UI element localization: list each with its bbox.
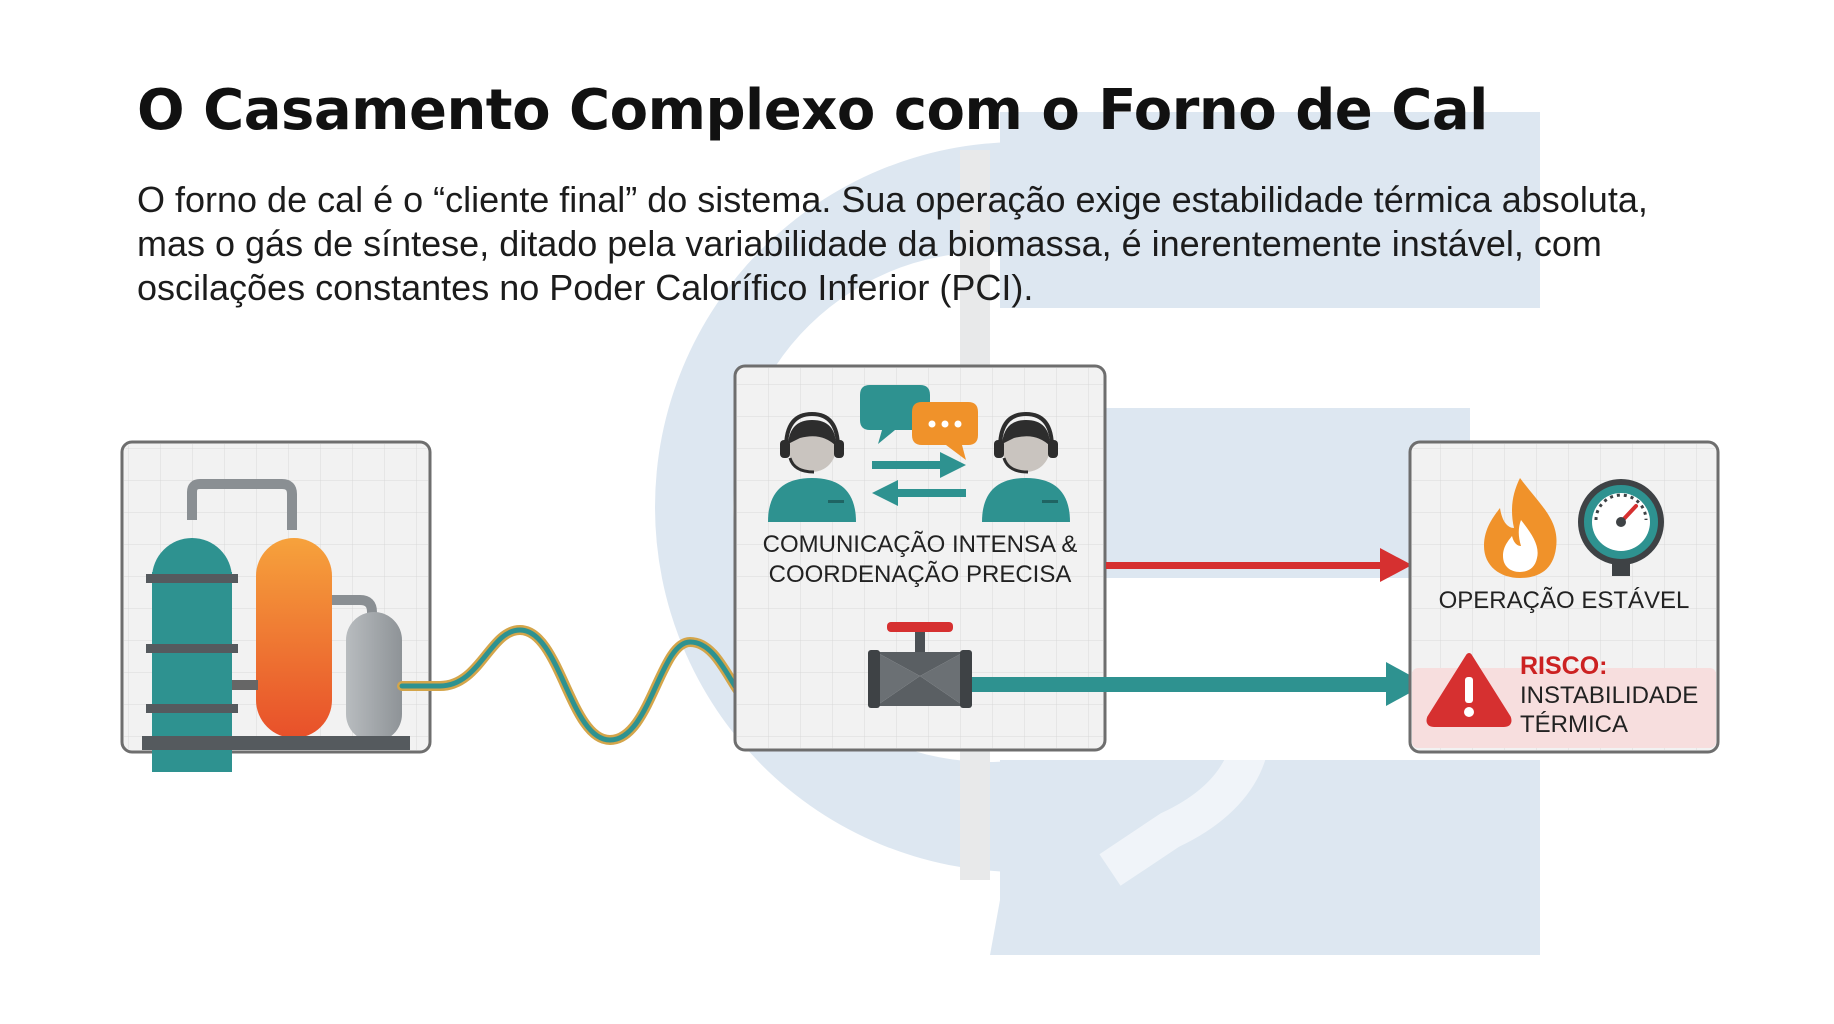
speech-bubbles-icon [860, 385, 978, 460]
description-line: mas o gás de síntese, ditado pela variab… [137, 223, 1602, 264]
coordination-label-line1: COMUNICAÇÃO INTENSA & [763, 531, 1078, 558]
operator-right-icon [982, 411, 1070, 522]
coordination-label-line2: COORDENAÇÃO PRECISA [769, 561, 1072, 588]
valve-icon [868, 622, 972, 708]
warning-icon [1426, 653, 1512, 727]
description-line: oscilações constantes no Poder Calorífic… [137, 267, 1034, 308]
gasifier-plant-icon [142, 479, 410, 772]
risk-label-line1: INSTABILIDADE [1520, 682, 1698, 709]
description-paragraph: O forno de cal é o “cliente final” do si… [137, 178, 1737, 310]
syngas-wave-line [397, 624, 895, 746]
description-line: O forno de cal é o “cliente final” do si… [137, 179, 1648, 220]
risk-title: RISCO: [1520, 652, 1608, 680]
exchange-arrows-icon [872, 452, 966, 506]
stable-operation-arrow [1106, 548, 1412, 582]
pressure-gauge-icon [1578, 479, 1664, 576]
risk-label-line2: TÉRMICA [1520, 711, 1628, 738]
syngas-feed-arrow [972, 662, 1426, 706]
stable-operation-label: OPERAÇÃO ESTÁVEL [1439, 587, 1690, 614]
page-title: O Casamento Complexo com o Forno de Cal [137, 78, 1488, 143]
operator-left-icon [768, 411, 856, 522]
flame-icon [1484, 478, 1557, 578]
